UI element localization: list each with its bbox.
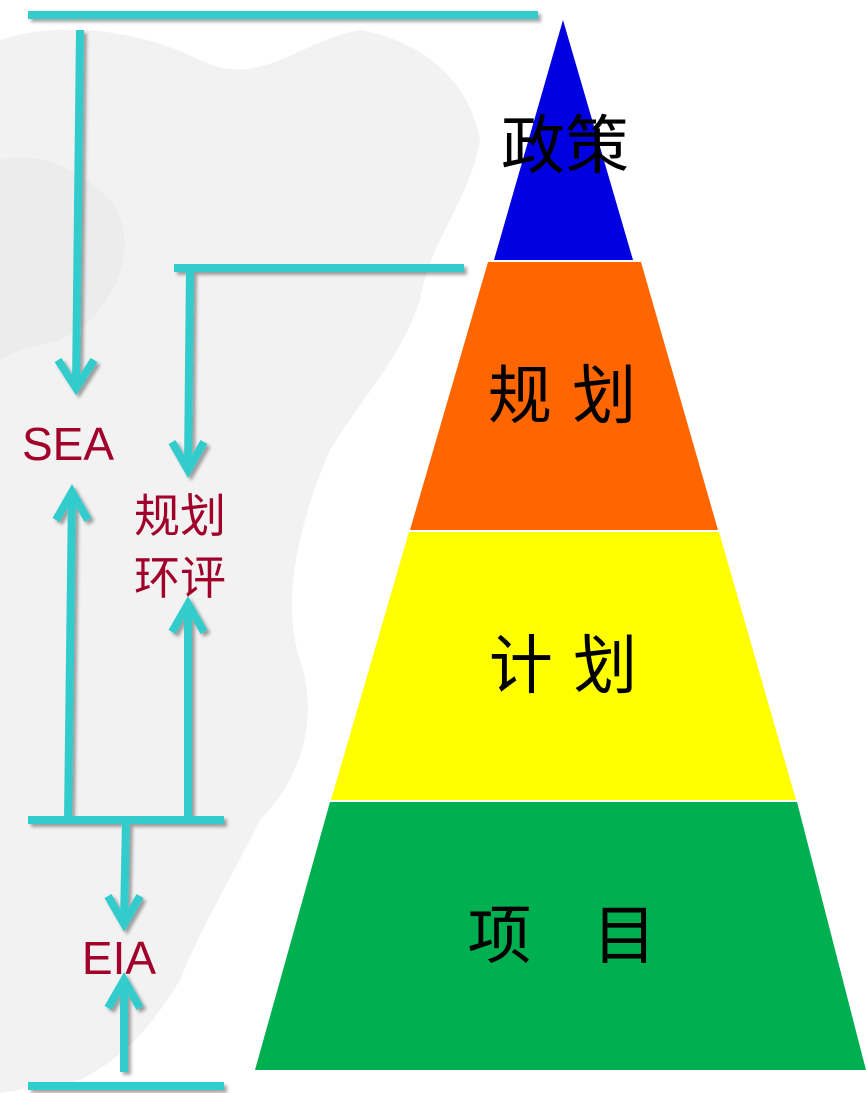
top-to-sea-line [72, 29, 84, 386]
eia-down-arrow-icon [104, 894, 144, 933]
tier-project-label: 项 目 [467, 900, 656, 974]
plan-eia-label-line2: 环评 [134, 551, 226, 605]
plan-eia-label-line1: 规划 [134, 489, 226, 543]
tier-plan-label: 计 划 [489, 630, 637, 704]
plan-eia-up-arrow-icon [168, 595, 208, 634]
plan-eia-down-arrow-icon [168, 440, 208, 479]
tier-planning-label: 规 划 [488, 360, 636, 434]
tier-policy-label: 政策 [501, 110, 629, 184]
middle-to-sea-line [64, 491, 76, 821]
eia-up-arrow-icon [104, 971, 144, 1010]
eia-label: EIA [82, 932, 156, 984]
tier-plan [331, 532, 796, 800]
middle-to-eia-line [120, 819, 130, 923]
map-background [0, 29, 480, 1093]
sea-up-arrow-icon [52, 483, 92, 522]
tier-project [255, 802, 866, 1070]
connector-lines [28, 11, 538, 1090]
sea-label: SEA [22, 418, 114, 470]
tier-policy [494, 20, 633, 260]
planning-to-eia-line [184, 267, 194, 469]
map-background-detail [0, 157, 125, 360]
sea-down-arrow-icon [54, 357, 98, 396]
tier-planning [410, 262, 718, 530]
